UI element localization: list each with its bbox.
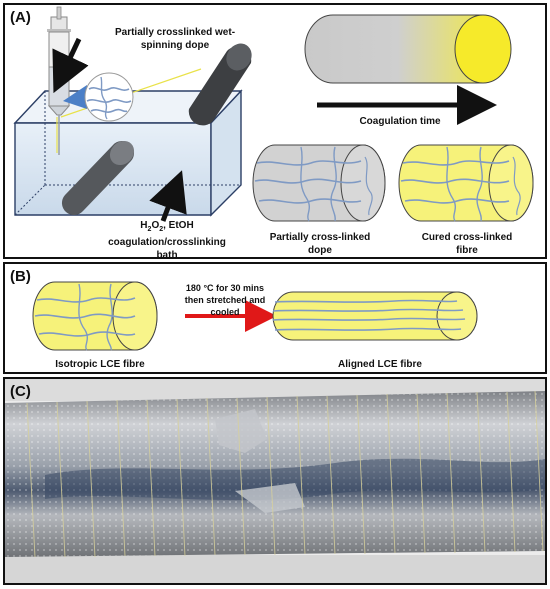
cured-fibre-cylinder <box>398 144 534 222</box>
isotropic-caption: Isotropic LCE fibre <box>55 359 145 370</box>
partial-dope-cylinder <box>252 144 386 222</box>
process-label-line3: cooled <box>210 307 240 317</box>
panel-b-label: (B) <box>10 268 31 285</box>
bath-roller <box>61 140 135 216</box>
panel-a-label: (A) <box>10 9 31 26</box>
panel-b-illustration <box>32 281 478 351</box>
panel-b: (B) 180 °C for 30 mins <box>3 262 547 374</box>
coagulation-time-label: Coagulation time <box>359 116 441 127</box>
dope-label: Partially crosslinked wet- spinning dope <box>85 26 265 52</box>
partial-dope-caption-line1: Partially cross-linked <box>269 232 371 243</box>
process-label-line1: 180 °C for 30 mins <box>185 283 265 293</box>
bath-label: H2O2, EtOH coagulation/crosslinking bath <box>97 219 237 262</box>
wrapped-fibre-photo <box>5 379 545 583</box>
partial-dope-caption-line2: dope <box>308 245 332 256</box>
bath-label-sub1: 2 <box>147 226 152 233</box>
dope-pointer-arrow <box>52 37 89 94</box>
bath-label-mid: O <box>151 220 160 231</box>
process-label-line2: then stretched and <box>184 295 266 305</box>
partial-dope-caption: Partially cross-linked dope <box>255 231 385 257</box>
coagulation-gradient-cylinder <box>304 14 512 84</box>
dope-magnifier <box>84 72 134 122</box>
aligned-caption: Aligned LCE fibre <box>338 359 422 370</box>
bath-pointer-arrow <box>149 170 187 222</box>
cured-fibre-caption: Cured cross-linked fibre <box>403 231 531 257</box>
panel-c: (C) <box>3 377 547 585</box>
bath-label-line1: H2O2, EtOH <box>97 219 237 236</box>
isotropic-fibre-cylinder <box>32 281 158 351</box>
take-up-roller <box>188 43 252 126</box>
fibre-windings <box>26 390 544 558</box>
cured-fibre-caption-line2: fibre <box>456 245 478 256</box>
bath-label-suffix: , EtOH <box>163 220 194 231</box>
aligned-fibre-cylinder <box>272 291 478 341</box>
process-label: 180 °C for 30 mins then stretched and co… <box>175 282 275 318</box>
bath-label-prefix: H <box>140 220 148 231</box>
dope-label-line1: Partially crosslinked wet- <box>114 27 236 38</box>
panel-c-label: (C) <box>10 383 31 400</box>
dope-label-line2: spinning dope <box>140 40 210 51</box>
bath-label-sub2: 2 <box>159 226 164 233</box>
cured-fibre-caption-line1: Cured cross-linked <box>421 232 513 243</box>
panel-a: (A) <box>3 3 547 262</box>
bath-label-line2: coagulation/crosslinking bath <box>108 237 226 261</box>
panel-a-illustration <box>13 6 534 222</box>
